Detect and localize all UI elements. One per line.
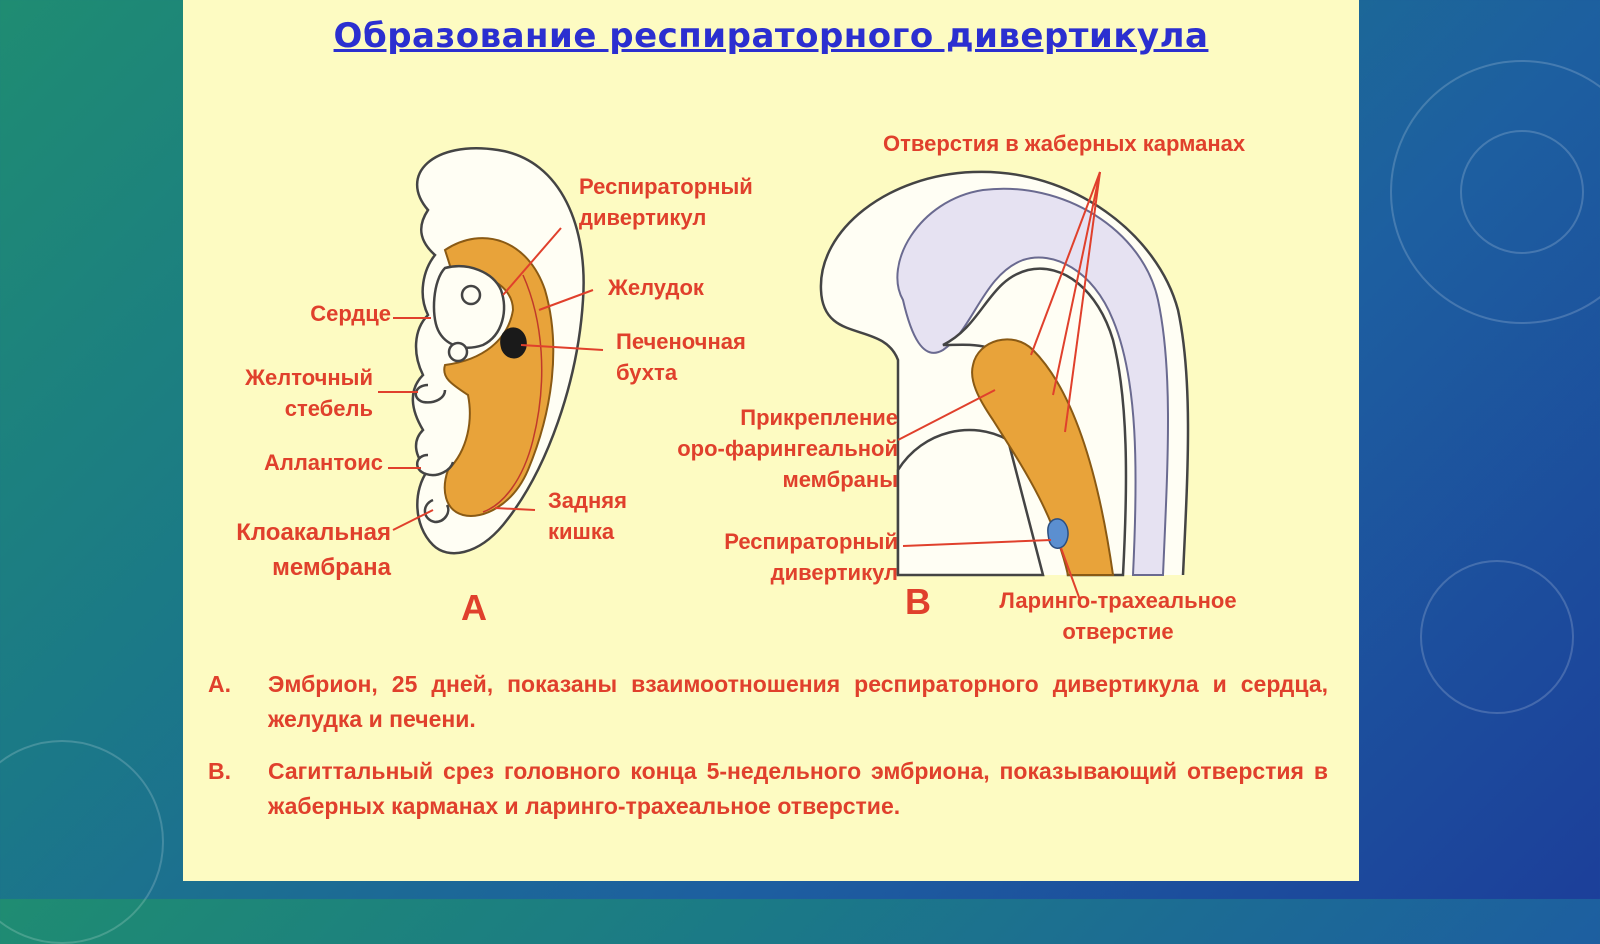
caption-b: B. Сагиттальный срез головного конца 5-н… [208, 754, 1328, 864]
caption-a-text: Эмбрион, 25 дней, показаны взаимоотношен… [268, 671, 1328, 732]
label-hindgut: Задняя кишка [548, 488, 627, 544]
label-laryngotracheal-opening: Ларинго-трахеальное отверстие [999, 588, 1237, 644]
caption-a-key: A. [208, 671, 231, 697]
caption-b-key: B. [208, 758, 231, 784]
label-heart: Сердце [310, 301, 391, 326]
bg-decor-circle [0, 740, 164, 944]
diagram-a-embryo [411, 147, 585, 555]
diagrams-illustration [378, 147, 1190, 601]
label-oropharyngeal-membrane-attachment: Прикрепление оро-фарингеальной мембраны [677, 405, 898, 492]
label-cloacal-membrane: Клоакальная мембрана [236, 519, 391, 581]
label-liver-bay: Печеночная бухта [616, 329, 746, 385]
caption-b-text: Сагиттальный срез головного конца 5-неде… [268, 758, 1328, 819]
slide: Образование респираторного дивертикула [183, 0, 1359, 881]
label-respiratory-diverticulum-b: Респираторный дивертикул [724, 529, 898, 585]
diagram-b-section [819, 170, 1190, 577]
diagram-a-letter: A [461, 587, 487, 628]
label-allantois: Аллантоис [263, 450, 383, 475]
label-yolk-stalk: Желточный стебель [245, 365, 373, 421]
diagram-b-letter: B [905, 581, 931, 622]
label-gill-pouch-openings: Отверстия в жаберных карманах [883, 131, 1246, 156]
diagram-a-leaders [378, 227, 604, 531]
label-respiratory-diverticulum-a: Респираторный дивертикул [579, 174, 753, 230]
bg-decor-circle [1420, 560, 1574, 714]
slide-title: Образование респираторного дивертикула [333, 16, 1209, 56]
bg-decor-circle [1460, 130, 1584, 254]
diagram-b-leaders [897, 171, 1101, 601]
label-stomach: Желудок [608, 275, 704, 300]
caption-a: A. Эмбрион, 25 дней, показаны взаимоотно… [208, 667, 1328, 742]
